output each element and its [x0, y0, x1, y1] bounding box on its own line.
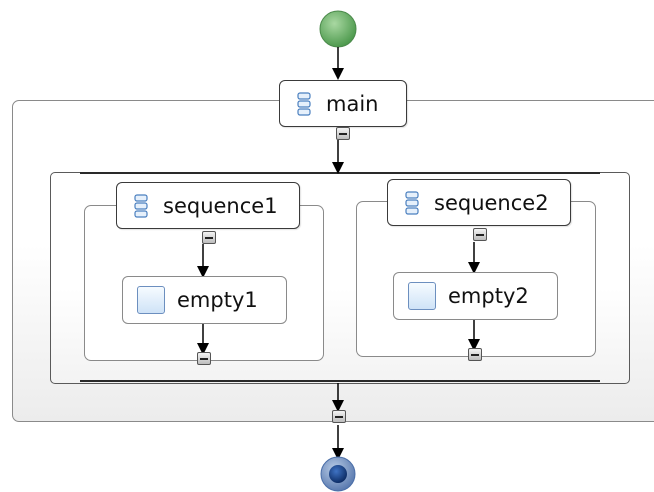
sequence-icon: [133, 193, 149, 218]
main-scope-node[interactable]: main: [279, 80, 407, 127]
empty2-label: empty2: [448, 284, 529, 308]
start-node: [319, 10, 357, 48]
sequence2-collapse-button[interactable]: [473, 228, 487, 241]
sequence2-end-collapse-button[interactable]: [468, 348, 482, 361]
sequence2-node[interactable]: sequence2: [387, 179, 571, 226]
sequence1-node[interactable]: sequence1: [116, 182, 300, 229]
main-collapse-button[interactable]: [336, 127, 350, 140]
flow-bottom-bar: [80, 380, 600, 382]
sequence2-label: sequence2: [434, 190, 549, 215]
end-node-inner: [329, 465, 347, 483]
sequence1-label: sequence1: [163, 193, 278, 218]
empty1-activity[interactable]: empty1: [122, 276, 287, 324]
sequence1-collapse-button[interactable]: [202, 231, 216, 244]
empty-activity-icon: [137, 286, 165, 314]
sequence1-end-collapse-button[interactable]: [197, 352, 211, 365]
main-label: main: [326, 91, 379, 116]
empty-activity-icon: [408, 282, 436, 310]
sequence-icon: [296, 91, 312, 116]
main-end-collapse-button[interactable]: [332, 410, 346, 423]
empty1-label: empty1: [177, 288, 258, 312]
empty2-activity[interactable]: empty2: [393, 272, 558, 320]
sequence-icon: [404, 190, 420, 215]
